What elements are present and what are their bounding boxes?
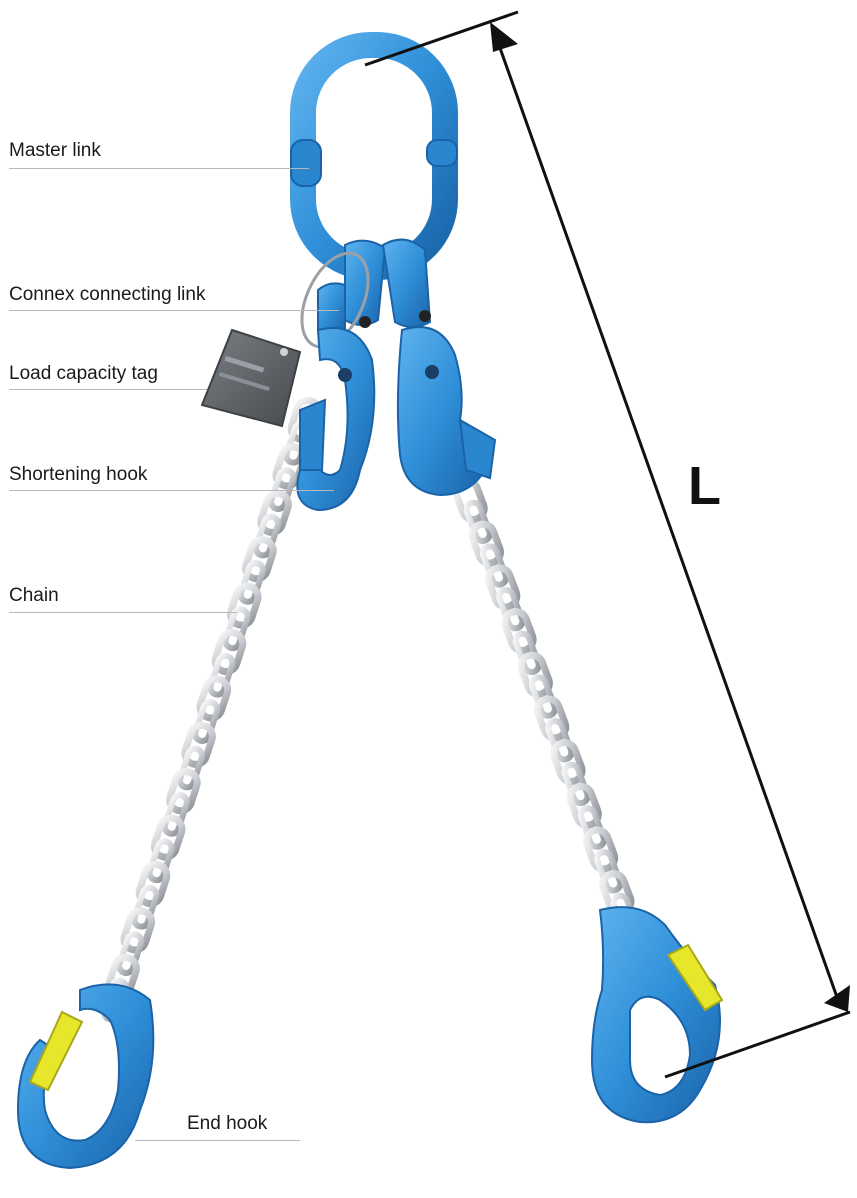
label-chain: Chain	[9, 585, 59, 607]
label-connecting-link: Connex connecting link	[9, 284, 205, 306]
chain-left-leg	[102, 398, 322, 1022]
leader-shortening-hook	[9, 490, 334, 491]
label-shortening-hook: Shortening hook	[9, 464, 147, 486]
label-master-link: Master link	[9, 140, 101, 162]
chain-right-leg	[453, 477, 639, 936]
leader-chain	[9, 612, 237, 613]
label-load-tag: Load capacity tag	[9, 363, 158, 385]
leader-load-tag	[9, 389, 207, 390]
shortening-hook-right	[398, 327, 495, 495]
end-hook-left	[18, 984, 153, 1168]
leader-end-hook	[135, 1140, 300, 1141]
end-hook-right	[592, 907, 722, 1122]
leader-master-link	[9, 168, 309, 169]
label-end-hook: End hook	[187, 1113, 267, 1135]
dimension-label-l: L	[688, 455, 721, 517]
master-link	[291, 45, 457, 267]
leader-connecting-link	[9, 310, 339, 311]
shortening-hook-left	[297, 328, 374, 510]
